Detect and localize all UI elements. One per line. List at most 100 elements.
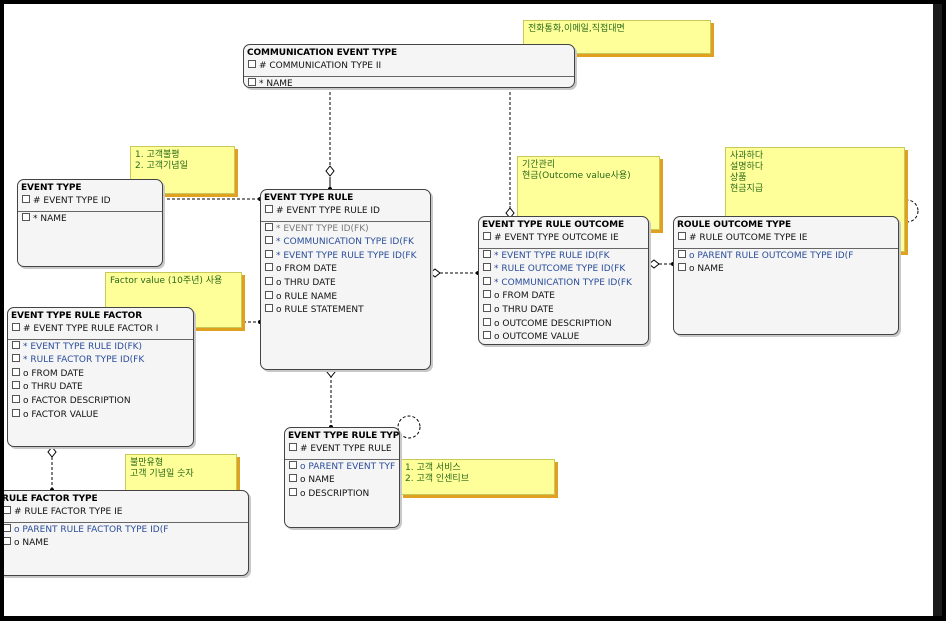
note-factor-types[interactable]: 불만유형 고객 기념일 숫자: [125, 454, 237, 492]
note-rule-types[interactable]: 1. 고객 서비스 2. 고객 인센티브: [400, 459, 555, 495]
entity-attribute[interactable]: o OUTCOME DESCRIPTION: [479, 317, 648, 332]
entity-attribute[interactable]: o NAME: [4, 537, 248, 551]
attribute-checkbox-icon: [12, 340, 20, 349]
entity-attribute[interactable]: # EVENT TYPE OUTCOME IE: [479, 232, 648, 246]
entity-attribute[interactable]: # COMMUNICATION TYPE II: [244, 60, 574, 74]
entity-event-type[interactable]: EVENT TYPE# EVENT TYPE ID* NAME: [17, 179, 163, 267]
entity-communication-event-type[interactable]: COMMUNICATION EVENT TYPE# COMMUNICATION …: [243, 44, 575, 88]
entity-attribute[interactable]: o THRU DATE: [261, 276, 430, 291]
entity-attribute[interactable]: o THRU DATE: [8, 381, 193, 395]
entity-attribute[interactable]: * NAME: [18, 212, 162, 227]
attribute-checkbox-icon: [12, 323, 20, 331]
entity-attribute[interactable]: # EVENT TYPE RULE: [285, 443, 399, 457]
note-communication-channels[interactable]: 전화통화,이메일,직접대면: [523, 20, 711, 54]
entity-attribute[interactable]: * RULE FACTOR TYPE ID(FK: [8, 354, 193, 368]
entity-event-type-rule-outcome[interactable]: EVENT TYPE RULE OUTCOME # EVENT TYPE OUTC…: [478, 216, 649, 345]
attribute-label: # EVENT TYPE RULE: [300, 444, 392, 454]
vertical-scrollbar[interactable]: [933, 4, 942, 616]
attribute-checkbox-icon: [12, 354, 20, 363]
entity-attribute[interactable]: o DESCRIPTION: [285, 487, 399, 502]
attribute-label: * EVENT TYPE RULE ID(FK: [494, 250, 610, 261]
entity-title: EVENT TYPE RULE FACTOR: [11, 311, 143, 321]
entity-attribute[interactable]: o PARENT RULE OUTCOME TYPE ID(F: [674, 249, 898, 264]
attribute-label: o RULE NAME: [276, 291, 338, 302]
attribute-checkbox-icon: [265, 276, 273, 285]
entity-attribute[interactable]: o NAME: [285, 474, 399, 488]
entity-attribute[interactable]: o FACTOR DESCRIPTION: [8, 394, 193, 409]
attribute-checkbox-icon: [678, 249, 686, 258]
primary-key-section: # EVENT TYPE RULE FACTOR I: [8, 323, 193, 340]
entity-attribute[interactable]: o RULE STATEMENT: [261, 304, 430, 318]
primary-key-section: # EVENT TYPE ID: [18, 195, 162, 212]
note-event-examples[interactable]: 1. 고객불평 2. 고객기념일: [130, 146, 235, 194]
attribute-label: * RULE FACTOR TYPE ID(FK: [23, 355, 145, 366]
attribute-section: * EVENT TYPE RULE ID(FK)* RULE FACTOR TY…: [8, 340, 193, 423]
attribute-label: o FROM DATE: [276, 264, 337, 275]
entity-attribute[interactable]: # EVENT TYPE ID: [18, 195, 162, 209]
attribute-label: o OUTCOME DESCRIPTION: [494, 318, 612, 329]
attribute-label: o PARENT EVENT TYF: [300, 461, 396, 472]
attribute-label: # EVENT TYPE RULE FACTOR I: [23, 324, 159, 334]
attribute-checkbox-icon: [483, 317, 491, 326]
attribute-label: o FACTOR VALUE: [23, 409, 99, 420]
entity-attribute[interactable]: * COMMUNICATION TYPE ID(FK: [261, 236, 430, 250]
entity-attribute[interactable]: o NAME: [674, 263, 898, 277]
attribute-checkbox-icon: [248, 77, 256, 86]
attribute-checkbox-icon: [483, 303, 491, 312]
attribute-label: o NAME: [300, 475, 335, 486]
attribute-label: * RULE OUTCOME TYPE ID(FK: [494, 264, 626, 275]
entity-title: EVENT TYPE RULE: [264, 193, 354, 203]
entity-attribute[interactable]: o FROM DATE: [479, 290, 648, 304]
attribute-checkbox-icon: [289, 487, 297, 496]
entity-event-type-rule[interactable]: EVENT TYPE RULE # EVENT TYPE RULE ID * EVE…: [260, 189, 431, 370]
recursive-rule-type: [397, 415, 421, 439]
attribute-label: o DESCRIPTION: [300, 488, 370, 499]
attribute-label: * NAME: [33, 213, 67, 224]
entity-attribute[interactable]: * EVENT TYPE RULE TYPE ID(FK: [261, 249, 430, 264]
primary-key-section: # EVENT TYPE RULE ID: [261, 205, 430, 222]
entity-attribute[interactable]: * RULE OUTCOME TYPE ID(FK: [479, 263, 648, 277]
entity-attribute[interactable]: o FROM DATE: [261, 263, 430, 277]
attribute-checkbox-icon: [12, 381, 20, 390]
entity-attribute[interactable]: o THRU DATE: [479, 303, 648, 318]
attribute-label: o FACTOR DESCRIPTION: [23, 395, 131, 406]
attribute-section: * NAME: [244, 77, 574, 88]
attribute-checkbox-icon: [483, 249, 491, 258]
entity-attribute[interactable]: o FACTOR VALUE: [8, 408, 193, 423]
entity-attribute[interactable]: o PARENT EVENT TYF: [285, 460, 399, 475]
attribute-label: * NAME: [259, 78, 293, 88]
attribute-checkbox-icon: [4, 523, 11, 532]
entity-attribute[interactable]: # EVENT TYPE RULE ID: [261, 205, 430, 219]
entity-roule-outcome-type[interactable]: ROULE OUTCOME TYPE # RULE OUTCOME TYPE IE…: [673, 216, 899, 335]
entity-attribute[interactable]: o OUTCOME VALUE: [479, 331, 648, 344]
entity-event-type-rule-factor[interactable]: EVENT TYPE RULE FACTOR # EVENT TYPE RULE …: [7, 307, 194, 447]
attribute-checkbox-icon: [483, 331, 491, 340]
entity-attribute[interactable]: # RULE OUTCOME TYPE IE: [674, 232, 898, 246]
entity-attribute[interactable]: o PARENT RULE FACTOR TYPE ID(F: [4, 523, 248, 538]
entity-attribute[interactable]: o FROM DATE: [8, 367, 193, 382]
entity-title: ROULE OUTCOME TYPE: [677, 220, 792, 230]
attribute-checkbox-icon: [289, 474, 297, 483]
entity-attribute[interactable]: o RULE NAME: [261, 290, 430, 305]
entity-attribute[interactable]: * EVENT TYPE RULE ID(FK): [8, 340, 193, 355]
attribute-section: * EVENT TYPE ID(FK)* COMMUNICATION TYPE …: [261, 222, 430, 318]
attribute-checkbox-icon: [678, 263, 686, 272]
attribute-checkbox-icon: [12, 408, 20, 417]
entity-attribute[interactable]: * NAME: [244, 77, 574, 88]
entity-attribute[interactable]: # EVENT TYPE RULE FACTOR I: [8, 323, 193, 337]
attribute-checkbox-icon: [265, 304, 273, 313]
attribute-checkbox-icon: [483, 276, 491, 285]
attribute-label: o THRU DATE: [23, 382, 83, 393]
entity-attribute[interactable]: * EVENT TYPE ID(FK): [261, 222, 430, 237]
attribute-label: # RULE OUTCOME TYPE IE: [689, 233, 808, 243]
entity-attribute[interactable]: * COMMUNICATION TYPE ID(FK: [479, 276, 648, 291]
entity-attribute[interactable]: * EVENT TYPE RULE ID(FK: [479, 249, 648, 264]
entity-attribute[interactable]: # RULE FACTOR TYPE IE: [4, 506, 248, 520]
entity-title: EVENT TYPE RULE OUTCOME: [482, 220, 625, 230]
attribute-label: o NAME: [14, 538, 49, 549]
attribute-checkbox-icon: [12, 394, 20, 403]
